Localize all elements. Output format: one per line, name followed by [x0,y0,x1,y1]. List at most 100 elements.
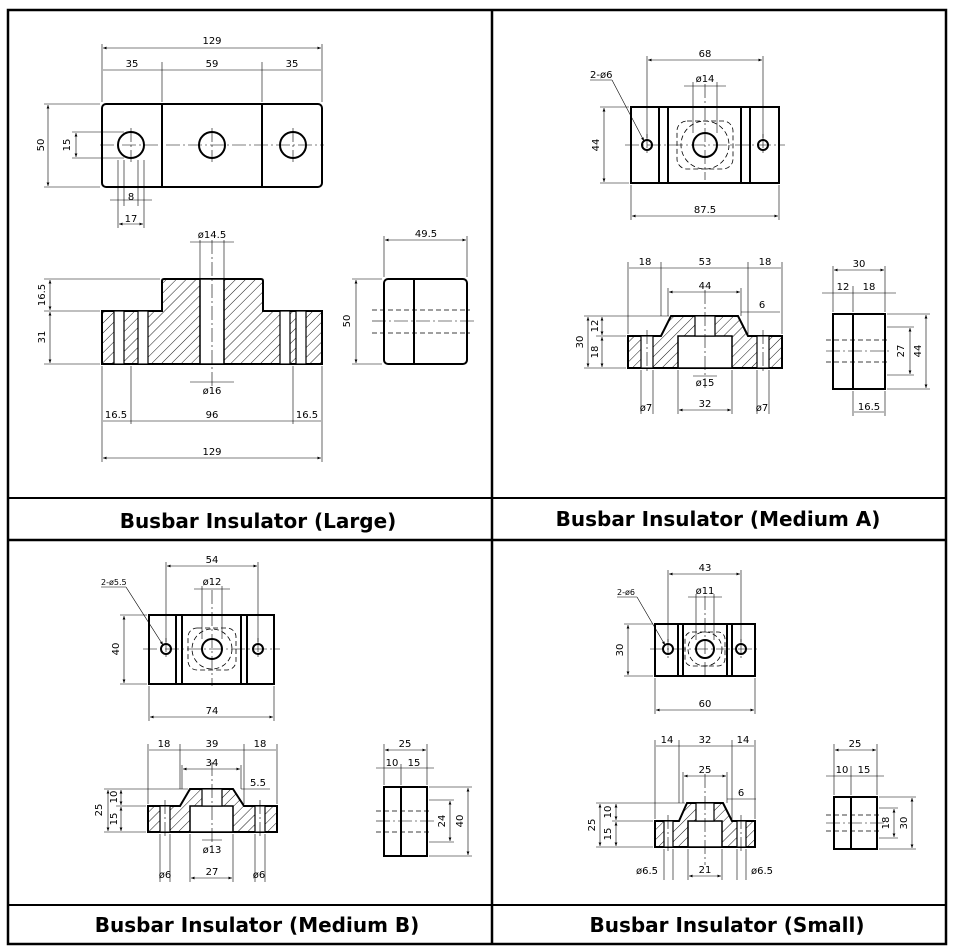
small-boss-top-label: 25 [699,765,712,776]
medium-a-side-view: 30 12 18 27 44 16.5 [822,259,930,416]
medium-b-bore-label: ø13 [203,845,222,856]
large-side-view: 49.5 50 [342,229,476,365]
medium-b-hole-right-label: ø6 [253,870,265,881]
large-left-bottom-label: 16.5 [105,410,127,421]
medium-a-side-w2-label: 18 [863,282,876,293]
large-hole-dia-label: 8 [128,192,134,203]
caption-small: Busbar Insulator (Small) [589,913,864,937]
medium-b-boss-top-label: 34 [206,758,219,769]
medium-a-pitch-label: 68 [699,49,712,60]
large-boss-height-label: 16.5 [37,284,48,306]
large-left-label: 35 [126,59,139,70]
panel-medium-a: 2-ø6 68 ø14 44 87.5 [575,49,930,416]
medium-a-base-height-label: 18 [590,346,601,359]
small-side-width-label: 25 [849,739,862,750]
medium-a-right-label: 18 [759,257,772,268]
medium-a-hole-left-label: ø7 [640,403,652,414]
small-pitch-label: 43 [699,563,712,574]
medium-a-top-view: 2-ø6 68 ø14 44 87.5 [590,49,785,220]
large-overall-bottom-label: 129 [202,447,221,458]
small-top-view: 2-ø6 43 ø11 30 60 [615,563,760,714]
medium-b-chamfer-label: 5.5 [250,778,266,789]
small-section-view: 14 32 14 25 6 25 10 15 ø6.5 [587,735,773,880]
large-base-height-label: 31 [37,331,48,344]
large-height-label: 50 [36,139,47,152]
medium-a-hole-right-label: ø7 [756,403,768,414]
small-right-label: 14 [737,735,750,746]
small-side-inner-height-label: 18 [881,817,892,830]
caption-large: Busbar Insulator (Large) [120,509,397,533]
small-boss-height-label: 10 [603,806,614,819]
medium-b-side-view: 25 10 15 24 40 [376,739,472,857]
small-left-label: 14 [661,735,674,746]
large-side-height-label: 50 [342,315,353,328]
medium-a-chamfer-label: 6 [759,300,765,311]
medium-b-side-w2-label: 15 [408,758,421,769]
large-bore-top-label: ø14.5 [198,230,226,241]
medium-b-side-width-label: 25 [399,739,412,750]
large-middle-bottom-label: 96 [206,410,219,421]
medium-a-overall-label: 87.5 [694,205,716,216]
medium-b-bottom-width-label: 27 [206,867,219,878]
small-chamfer-label: 6 [738,788,744,799]
medium-a-middle-label: 53 [699,257,712,268]
medium-b-section-view: 18 39 18 34 5.5 25 10 15 ø13 [94,739,278,882]
small-bottom-width-label: 21 [699,865,712,876]
medium-b-hole-callout: 2-ø5.5 [101,578,127,587]
small-hole-left-label: ø6.5 [636,866,658,877]
large-middle-label: 59 [206,59,219,70]
medium-a-center-dia-label: ø14 [696,74,715,85]
small-side-height-label: 30 [899,817,910,830]
panel-large: 129 35 59 35 50 15 8 17 [36,36,476,462]
large-right-label: 35 [286,59,299,70]
small-height-label: 30 [615,644,626,657]
small-hole-callout: 2-ø6 [617,588,635,597]
medium-a-left-label: 18 [639,257,652,268]
medium-b-side-height-label: 40 [455,815,466,828]
panel-medium-b: 2-ø5.5 54 ø12 40 74 [94,555,472,882]
medium-a-side-w1-label: 12 [837,282,850,293]
small-center-dia-label: ø11 [696,586,715,597]
panel-small: 2-ø6 43 ø11 30 60 [587,563,916,880]
medium-b-boss-height-label: 10 [109,791,120,804]
medium-a-side-height-label: 44 [913,345,924,358]
medium-a-side-inner-height-label: 27 [896,345,907,358]
small-overall-label: 60 [699,699,712,710]
medium-a-total-height-label: 30 [575,336,586,349]
small-hole-right-label: ø6.5 [751,866,773,877]
caption-medium-b: Busbar Insulator (Medium B) [95,913,420,937]
medium-b-middle-label: 39 [206,739,219,750]
medium-b-left-label: 18 [158,739,171,750]
small-base-height-label: 15 [603,828,614,841]
large-overall-label: 129 [202,36,221,47]
small-total-height-label: 25 [587,819,598,832]
large-bore-bottom-label: ø16 [203,386,222,397]
medium-b-height-label: 40 [111,643,122,656]
large-hole-offset-label: 17 [125,214,138,225]
large-hole-height-label: 15 [62,139,73,152]
medium-a-hole-callout: 2-ø6 [590,70,612,81]
medium-a-bore-label: ø15 [696,378,715,389]
caption-medium-a: Busbar Insulator (Medium A) [556,507,881,531]
small-middle-label: 32 [699,735,712,746]
medium-b-base-height-label: 15 [109,813,120,826]
medium-a-side-width-label: 30 [853,259,866,270]
medium-a-boss-height-label: 12 [590,320,601,333]
medium-b-side-inner-height-label: 24 [437,815,448,828]
large-side-width-label: 49.5 [415,229,437,240]
medium-a-height-label: 44 [591,139,602,152]
medium-a-boss-top-label: 44 [699,281,712,292]
small-side-w2-label: 15 [858,765,871,776]
large-section-view: ø14.5 16.5 31 ø16 16.5 96 16.5 129 [37,230,323,462]
medium-b-side-w1-label: 10 [386,758,399,769]
medium-a-bottom-width-label: 32 [699,399,712,410]
large-top-view: 129 35 59 35 50 15 8 17 [36,36,324,228]
large-right-bottom-label: 16.5 [296,410,318,421]
medium-b-right-label: 18 [254,739,267,750]
grid-frame [6,8,948,946]
medium-a-section-view: 18 53 18 44 6 30 12 18 ø15 [575,257,783,414]
medium-b-total-height-label: 25 [94,804,105,817]
small-side-view: 25 10 15 18 30 [826,739,916,850]
medium-b-center-dia-label: ø12 [203,577,222,588]
